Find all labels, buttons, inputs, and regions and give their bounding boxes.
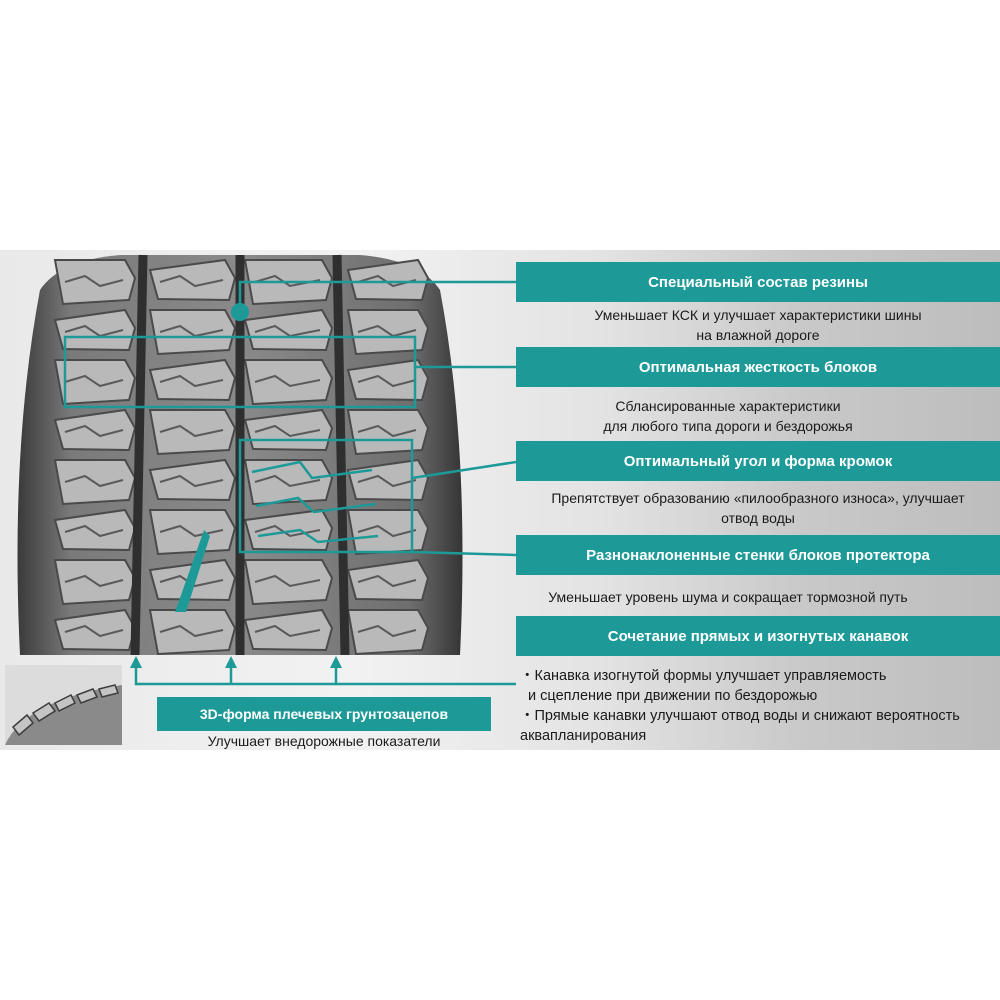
feature-desc-edges: Препятствует образованию «пилообразного … [516, 488, 1000, 528]
tread-block [148, 458, 237, 502]
tread-sipe [254, 624, 321, 638]
feature-title-stiffness: Оптимальная жесткость блоков [516, 347, 1000, 387]
desc-line: Уменьшает уровень шума и сокращает тормо… [548, 589, 908, 605]
feature-desc-rubber: Уменьшает КСК и улучшает характеристики … [516, 305, 1000, 345]
tread-block [243, 608, 334, 652]
desc-line: отвод воды [721, 510, 795, 526]
tread-sipe [64, 524, 124, 538]
tread-sipe [254, 324, 321, 338]
feature-desc-shoulder: Улучшает внедорожные показатели [207, 733, 441, 749]
feature-title-grooves: Сочетание прямых и изогнутых канавок [516, 616, 1000, 656]
tread-sipe [254, 424, 321, 438]
tread-block [243, 559, 334, 606]
desc-line: Уменьшает КСК и улучшает характеристики … [594, 307, 922, 323]
tread-sipe [64, 474, 124, 488]
desc-line: на влажной дороге [696, 327, 820, 343]
tread-sipe [159, 474, 224, 488]
feature-desc-walls: Уменьшает уровень шума и сокращает тормо… [486, 587, 970, 607]
tread-sipe [64, 324, 124, 338]
desc-line: Сбланcированные характеристики [615, 398, 841, 414]
tread-block [148, 258, 237, 302]
desc-line: аквапланирования [520, 728, 647, 744]
feature-desc-grooves: ・Канавка изогнутой формы улучшает управл… [520, 666, 1000, 746]
shoulder-tire-image [5, 665, 122, 745]
tread-sipe [254, 574, 321, 588]
tread-sipe [357, 624, 417, 638]
feature-title-rubber: Специальный состав резины [516, 262, 1000, 302]
tread-sipe [357, 574, 417, 588]
desc-line: для любого типа дороги и бездорожья [603, 418, 853, 434]
tread-block [53, 408, 137, 452]
tread-sipe [159, 274, 224, 288]
tread-sipe [357, 324, 417, 338]
desc-line: ・Прямые канавки улучшают отвод воды и сн… [520, 708, 960, 724]
tread-block [53, 508, 137, 552]
feature-desc-stiffness: Сбланcированные характеристики для любог… [486, 396, 970, 436]
tread-sipe [159, 324, 224, 338]
tread-sipe [357, 424, 417, 438]
tread-sipe [64, 574, 124, 588]
desc-line: и сцепление при движении по бездорожью [520, 688, 818, 704]
desc-line: Препятствует образованию «пилообразного … [551, 490, 965, 506]
feature-title-walls: Разнонаклоненные стенки блоков протектор… [516, 535, 1000, 575]
feature-title-shoulder: 3D-форма плечевых грунтозацепов [157, 697, 491, 731]
tread-sipe [159, 624, 224, 638]
tread-block [148, 609, 237, 655]
tread-block [148, 409, 237, 456]
tread-sipe [159, 424, 224, 438]
tread-sipe [64, 624, 124, 638]
tire-tread-image [17, 254, 463, 655]
tread-sipe [64, 424, 124, 438]
feature-title-edges: Оптимальный угол и форма кромок [516, 441, 1000, 481]
tread-sipe [64, 274, 124, 288]
tread-block [346, 558, 430, 602]
desc-line: ・Канавка изогнутой формы улучшает управл… [520, 668, 887, 684]
